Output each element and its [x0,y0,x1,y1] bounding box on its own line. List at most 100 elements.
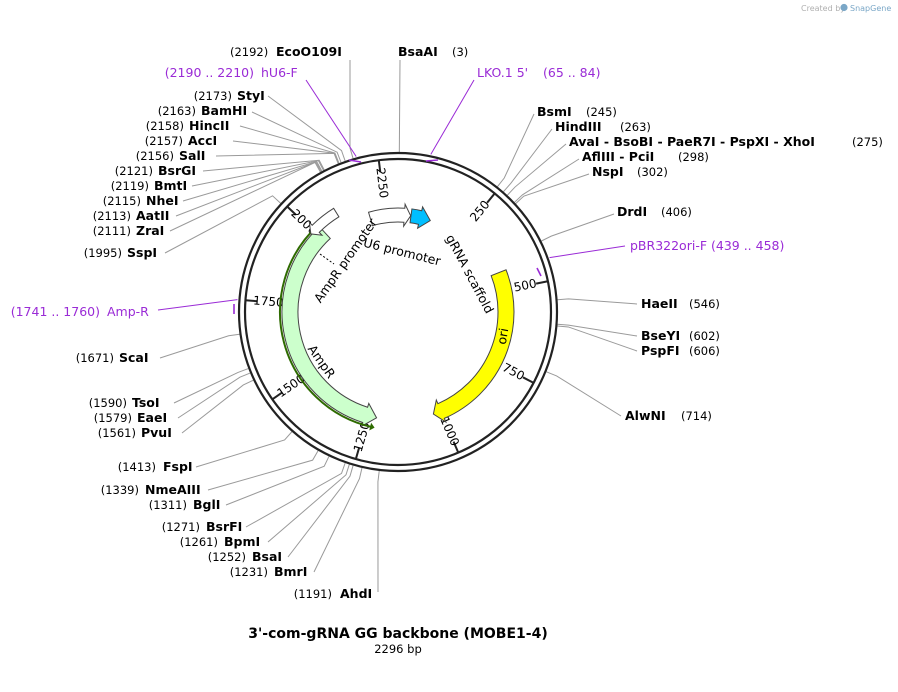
enzyme-connector [557,323,638,337]
enzyme-zrai[interactable]: ZraI [136,223,164,238]
enzyme-connector [546,371,622,417]
enzyme-haeii[interactable]: HaeII [641,296,678,311]
enzyme-pos-pvui: (1561) [98,426,136,440]
enzyme-connector [175,161,322,217]
enzyme-bsaai[interactable]: BsaAI [398,44,438,59]
enzyme-styi[interactable]: StyI [237,88,265,103]
enzyme-connector [191,160,324,187]
tick-mark [286,205,297,216]
enzyme-hincii[interactable]: HincII [189,118,229,133]
enzyme-pos-scai: (1671) [76,351,114,365]
enzyme-afliii-pcii[interactable]: AflIII - PciI [582,149,654,164]
enzyme-avai-group[interactable]: AvaI - BsoBI - PaeR7I - PspXI - XhoI [569,134,815,149]
enzyme-eaei[interactable]: EaeI [137,410,167,425]
enzyme-hindiii[interactable]: HindIII [555,119,602,134]
feature-ampr-promoter-arrow[interactable] [308,207,340,236]
enzyme-bpmi[interactable]: BpmI [224,534,260,549]
tick-label: 750 [500,360,527,383]
enzyme-acci[interactable]: AccI [188,133,217,148]
enzyme-pos-drdi: (406) [661,205,692,219]
enzyme-nmeaiii[interactable]: NmeAIII [145,482,201,497]
feature-ampr-arrow[interactable] [281,225,378,428]
enzyme-bamhi[interactable]: BamHI [201,103,247,118]
primer-amp-r[interactable]: Amp-R [107,304,149,319]
enzyme-pos-bsaai: (3) [452,45,468,59]
enzyme-connector [313,467,363,573]
feature-label-ori: ori [494,327,512,346]
tick-mark [486,192,496,204]
enzyme-sali[interactable]: SalI [179,148,205,163]
enzyme-bsai[interactable]: BsaI [252,549,282,564]
enzyme-drdi[interactable]: DrdI [617,204,647,219]
enzyme-pos-bamhi: (2163) [158,104,196,118]
enzyme-fspi[interactable]: FspI [163,459,193,474]
primer-range-hu6-f: (2190 .. 2210) [165,65,254,80]
enzyme-sspi[interactable]: SspI [127,245,157,260]
enzyme-bsrgi[interactable]: BsrGI [158,163,196,178]
tick-label: 1750 [253,293,285,309]
primer-hu6-f[interactable]: hU6-F [261,65,298,80]
features [279,202,515,431]
enzyme-pspfi[interactable]: PspFI [641,343,680,358]
enzyme-bseyi[interactable]: BseYI [641,328,680,343]
enzyme-pos-pspfi: (606) [689,344,720,358]
tick-label: 2250 [373,167,391,199]
primer-marker-hu6-f [348,159,362,163]
enzyme-connector [267,95,346,162]
feature-ori-arrow[interactable] [432,269,515,424]
tick-mark [271,391,283,401]
enzyme-bsrfi[interactable]: BsrFI [206,519,242,534]
primer-pbr322ori-f[interactable]: pBR322ori-F [630,238,707,253]
enzyme-pos-sali: (2156) [136,149,174,163]
enzyme-connector [207,450,319,491]
enzyme-pos-nspi: (302) [637,165,668,179]
tick-mark [452,441,460,454]
enzyme-bgli[interactable]: BglI [193,497,220,512]
feature-grna-scaffold-arrow[interactable] [409,205,431,230]
tick-mark [245,299,258,303]
ampr-primer-line [279,224,373,429]
ampr-promoter-marker [319,253,335,265]
primer-range-lko1: (65 .. 84) [543,65,600,80]
credit-brand: SnapGene [850,4,891,13]
enzyme-pos-sspi: (1995) [84,246,122,260]
enzyme-connector [557,325,638,352]
enzyme-bsmi[interactable]: BsmI [537,104,572,119]
enzyme-scai[interactable]: ScaI [119,350,149,365]
enzyme-pos-bmri: (1231) [230,565,268,579]
tick-mark [522,376,535,384]
enzyme-connector [232,140,340,164]
enzyme-alwni[interactable]: AlwNI [625,408,666,423]
enzyme-ecoo109i[interactable]: EcoO109I [276,44,342,59]
enzyme-bmri[interactable]: BmrI [274,564,307,579]
primer-range-amp-r: (1741 .. 1760) [11,304,100,319]
enzyme-ahdi[interactable]: AhdI [340,586,372,601]
enzyme-pos-nhei: (2115) [103,194,141,208]
enzyme-tsoi[interactable]: TsoI [132,395,160,410]
feature-u6-promoter-arrow[interactable] [367,202,412,228]
enzyme-nhei[interactable]: NheI [146,193,179,208]
enzyme-connector [202,159,325,172]
enzyme-connector [557,298,638,305]
enzyme-aatii[interactable]: AatII [136,208,169,223]
enzyme-nspi[interactable]: NspI [592,164,624,179]
enzyme-pos-bmti: (2119) [111,179,149,193]
enzyme-connector [398,59,401,153]
enzyme-pos-avai-group: (275) [852,135,883,149]
enzyme-pos-bsrgi: (2121) [115,164,153,178]
primer-lko1[interactable]: LKO.1 5' [477,65,528,80]
enzyme-pos-bgli: (1311) [149,498,187,512]
enzyme-pos-styi: (2173) [194,89,232,103]
enzyme-pos-aatii: (2113) [93,209,131,223]
snapgene-logo-icon [840,3,848,12]
primer-connector [305,79,357,157]
enzyme-connector [215,152,339,164]
enzyme-pos-acci: (2157) [145,134,183,148]
enzyme-pvui[interactable]: PvuI [141,425,172,440]
primer-range-pbr322ori-f: (439 .. 458) [711,238,784,253]
enzyme-connector [349,59,354,159]
feature-labels: ori AmpR AmpR promoter U6 promoter gRNA … [305,215,512,382]
primer-marker-pbr322ori-f [536,267,542,277]
enzyme-bmti[interactable]: BmtI [154,178,187,193]
